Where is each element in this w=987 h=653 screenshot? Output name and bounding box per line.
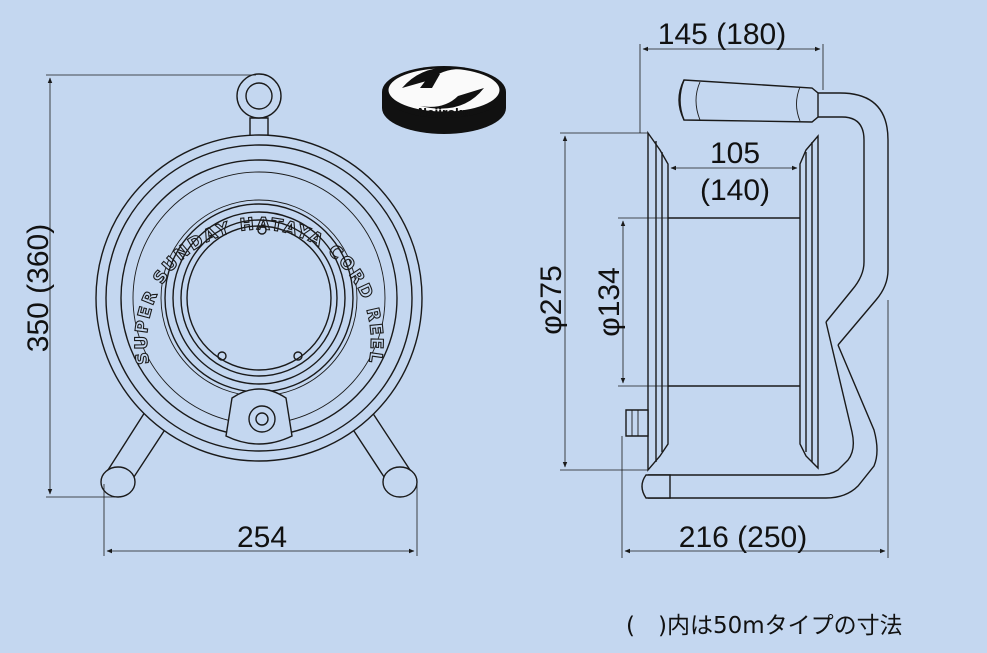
- side-left-flange: [625, 130, 669, 472]
- drum-width-bottom-label: (140): [700, 174, 770, 207]
- flange-diameter-dimension: φ275: [535, 132, 648, 471]
- side-depth-label: 145 (180): [658, 18, 786, 51]
- drum-width-dimension: 105 (140): [670, 137, 798, 207]
- front-width-label: 254: [237, 521, 287, 554]
- outer-flange: [95, 134, 423, 462]
- front-legs: [100, 410, 418, 498]
- side-depth-dimension: 145 (180): [639, 18, 824, 133]
- side-grip: [678, 79, 819, 123]
- nejiroku-logo-icon: Nejiroku: [382, 66, 506, 134]
- drum-diameter-dimension: φ134: [593, 217, 668, 387]
- front-height-dimension: 350 (360): [22, 74, 256, 498]
- outlet-socket: [225, 388, 293, 445]
- base-width-label: 216 (250): [679, 521, 807, 554]
- top-handle: [236, 73, 282, 139]
- drum-diameter-label: φ134: [593, 267, 626, 337]
- flange-diameter-label: φ275: [535, 265, 568, 335]
- side-right-flange: [799, 134, 819, 470]
- logo-text: Nejiroku: [418, 106, 470, 119]
- front-width-dimension: 254: [103, 484, 418, 556]
- side-handle-frame: [641, 92, 889, 499]
- front-height-label: 350 (360): [22, 224, 55, 352]
- base-width-dimension: 216 (250): [621, 300, 889, 558]
- drum-width-top-label: 105: [710, 137, 760, 170]
- side-view: 145 (180) 105 (140) φ275 φ134 216 (250): [535, 18, 889, 558]
- dimension-note: ( )内は50mタイプの寸法: [626, 613, 903, 639]
- front-view: SUPER SUNDAY HATAYA CORD REEL 350 (360): [22, 73, 423, 556]
- side-drum: [668, 217, 800, 387]
